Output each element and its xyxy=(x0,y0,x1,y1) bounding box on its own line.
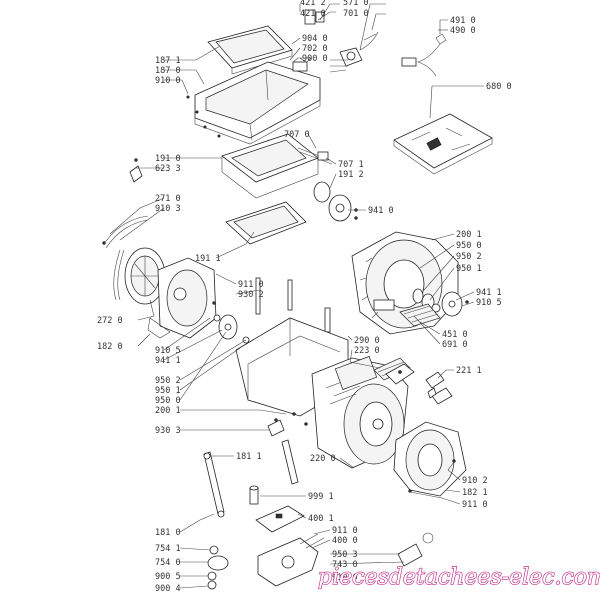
foam-part xyxy=(249,485,259,505)
screws-part xyxy=(186,95,221,138)
bracket-part xyxy=(255,505,305,533)
label-707-0: 707 0 xyxy=(284,130,310,140)
label-421-0: 421 0 xyxy=(300,9,326,19)
label-999-1: 999 1 xyxy=(308,492,334,502)
label-910-2: 910 2 xyxy=(462,476,488,486)
part-labels: 421 2 421 0 571 0 701 0 491 0 490 0 904 … xyxy=(97,0,512,594)
label-950-0: 950 0 xyxy=(456,241,482,251)
shock-absorber-part xyxy=(255,277,331,333)
label-910-5: 910 5 xyxy=(476,298,502,308)
label-910-0: 910 0 xyxy=(155,76,181,86)
sensor-part xyxy=(385,363,415,385)
label-272-0: 272 0 xyxy=(97,316,123,326)
heater-part xyxy=(399,303,441,327)
label-221-1: 221 1 xyxy=(456,366,482,376)
drain-pump-part xyxy=(257,533,325,587)
weight-parts xyxy=(425,371,453,405)
label-187-0: 187 0 xyxy=(155,66,181,76)
label-950-0b: 950 0 xyxy=(155,396,181,406)
label-950-1: 950 1 xyxy=(456,264,482,274)
label-950-1b: 950 1 xyxy=(155,386,181,396)
valve-part xyxy=(329,31,379,73)
label-911-0: 911 0 xyxy=(238,280,264,290)
microswitch-part xyxy=(304,9,325,25)
label-290-0: 290 0 xyxy=(354,336,380,346)
watermark-text: piecesdetachees-elec.com xyxy=(318,565,600,590)
label-187-1: 187 1 xyxy=(155,56,181,66)
label-910-5b: 910 5 xyxy=(155,346,181,356)
label-910-0b: 910 0 xyxy=(332,573,358,583)
label-200-1b: 200 1 xyxy=(155,406,181,416)
label-571-0: 571 0 xyxy=(343,0,369,8)
label-707-1: 707 1 xyxy=(338,160,364,170)
label-491-0: 491 0 xyxy=(450,16,476,26)
drum-cover-part xyxy=(221,133,319,199)
label-702-0: 702 0 xyxy=(302,44,328,54)
label-400-1: 400 1 xyxy=(308,514,334,524)
label-182-0: 182 0 xyxy=(97,342,123,352)
clip-part xyxy=(129,158,143,183)
label-200-1: 200 1 xyxy=(456,230,482,240)
gasket-part xyxy=(225,201,307,245)
label-941-1: 941 1 xyxy=(476,288,502,298)
label-191-2: 191 2 xyxy=(338,170,364,180)
label-911-0c: 911 0 xyxy=(332,526,358,536)
control-module-part xyxy=(393,113,493,175)
power-cable-part xyxy=(401,33,447,77)
drum-front-part xyxy=(393,421,467,497)
label-623-3: 623 3 xyxy=(155,164,181,174)
drum-part xyxy=(311,356,409,469)
label-181-0: 181 0 xyxy=(155,528,181,538)
label-950-2: 950 2 xyxy=(456,252,482,262)
label-421-2: 421 2 xyxy=(300,0,326,8)
label-181-1: 181 1 xyxy=(236,452,262,462)
label-900-5: 900 5 xyxy=(155,572,181,582)
label-701-0: 701 0 xyxy=(343,9,369,19)
label-900-4: 900 4 xyxy=(155,584,181,594)
rod-part xyxy=(297,147,333,165)
label-490-0: 490 0 xyxy=(450,26,476,36)
label-191-0: 191 0 xyxy=(155,154,181,164)
label-950-3: 950 3 xyxy=(332,550,358,560)
drive-pulley-part xyxy=(124,247,166,305)
label-220-0: 220 0 xyxy=(310,454,336,464)
label-271-0: 271 0 xyxy=(155,194,181,204)
front-tub-half-part xyxy=(351,231,459,335)
label-680-0: 680 0 xyxy=(486,82,512,92)
label-182-1: 182 1 xyxy=(462,488,488,498)
label-743-0: 743 0 xyxy=(332,560,358,570)
label-941-0: 941 0 xyxy=(368,206,394,216)
label-900-0: 900 0 xyxy=(302,54,328,64)
label-191-1: 191 1 xyxy=(195,254,221,264)
label-754-1: 754 1 xyxy=(155,544,181,554)
bearing-part xyxy=(213,314,250,344)
damper-part xyxy=(203,439,299,518)
filter-part xyxy=(207,545,229,590)
label-754-0: 754 0 xyxy=(155,558,181,568)
flange-part xyxy=(313,181,358,222)
label-451-0: 451 0 xyxy=(442,330,468,340)
label-930-2: 930 2 xyxy=(238,290,264,300)
label-911-0b: 911 0 xyxy=(462,500,488,510)
leader-lines xyxy=(109,3,484,589)
label-223-0: 223 0 xyxy=(354,346,380,356)
label-904-0: 904 0 xyxy=(302,34,328,44)
door-lock-part xyxy=(292,57,312,72)
label-400-0: 400 0 xyxy=(332,536,358,546)
rear-tub-half-part xyxy=(147,257,217,339)
top-frame-part xyxy=(194,61,321,145)
hose-part xyxy=(397,532,434,567)
belt-part xyxy=(102,215,149,301)
spider-part xyxy=(441,291,469,317)
label-930-3: 930 3 xyxy=(155,426,181,436)
label-941-1b: 941 1 xyxy=(155,356,181,366)
label-691-0: 691 0 xyxy=(442,340,468,350)
label-910-3: 910 3 xyxy=(155,204,181,214)
label-950-2b: 950 2 xyxy=(155,376,181,386)
